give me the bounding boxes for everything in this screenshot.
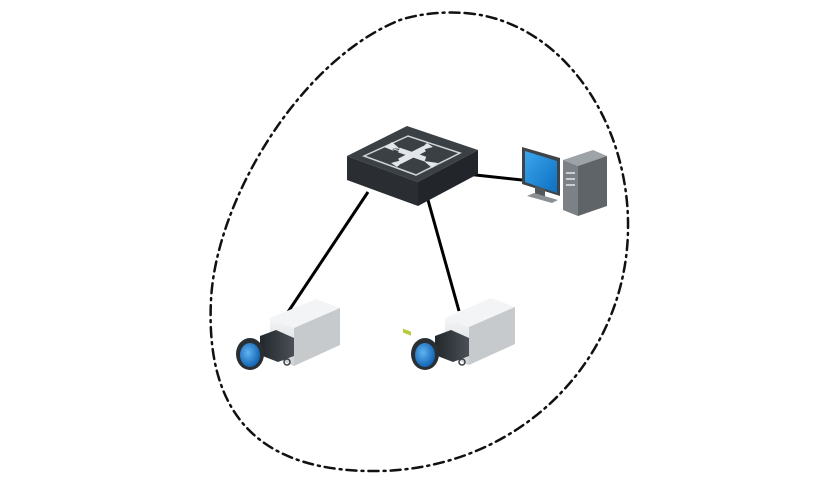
network-boundary bbox=[211, 13, 628, 472]
cable-switch-camera-1 bbox=[288, 192, 368, 312]
box-camera-icon[interactable] bbox=[411, 298, 515, 370]
cable-switch-camera-2 bbox=[428, 200, 459, 311]
desktop-computer-icon[interactable] bbox=[522, 147, 607, 216]
